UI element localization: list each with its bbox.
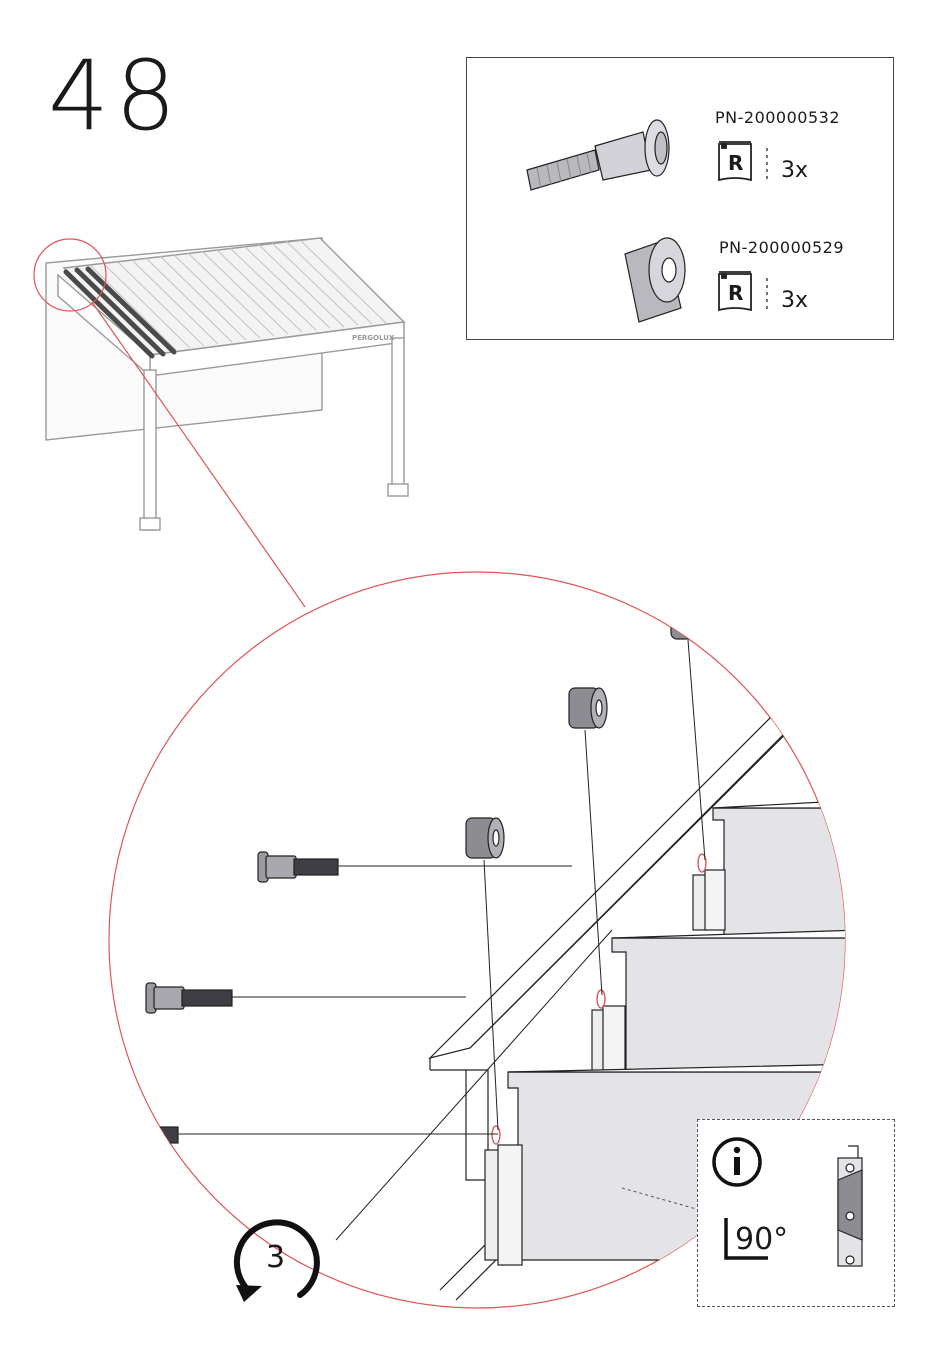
bag-label: R	[728, 151, 743, 175]
shoulder-bolt-icon	[527, 120, 669, 190]
info-icon	[714, 1139, 760, 1185]
spacer-ring-icon	[466, 818, 504, 858]
shoulder-bolt-icon	[258, 852, 338, 882]
shoulder-bolt-set	[88, 852, 338, 1150]
part-number-label: PN-200000532	[715, 108, 840, 127]
spacer-ring-icon	[671, 599, 709, 639]
spacer-ring-icon	[569, 688, 607, 728]
step-number: 48	[48, 48, 182, 144]
angle-label: 90°	[735, 1222, 788, 1257]
parts-list-box: PN-200000532 R 3x PN-200000529 R 3x	[466, 57, 894, 340]
info-note-box	[697, 1119, 895, 1307]
spacer-ring-icon	[625, 238, 685, 322]
quantity-label: 3x	[781, 288, 808, 313]
tighten-turns-label: 3	[266, 1240, 285, 1275]
quantity-label: 3x	[781, 158, 808, 183]
parts-illustrations	[467, 58, 895, 341]
pergola-overview	[46, 238, 408, 530]
bag-label: R	[728, 281, 743, 305]
bracket-detail-icon	[838, 1146, 862, 1266]
part-number-label: PN-200000529	[719, 238, 844, 257]
shoulder-bolt-icon	[146, 983, 232, 1013]
brand-label: PERGOLUX	[352, 334, 395, 342]
